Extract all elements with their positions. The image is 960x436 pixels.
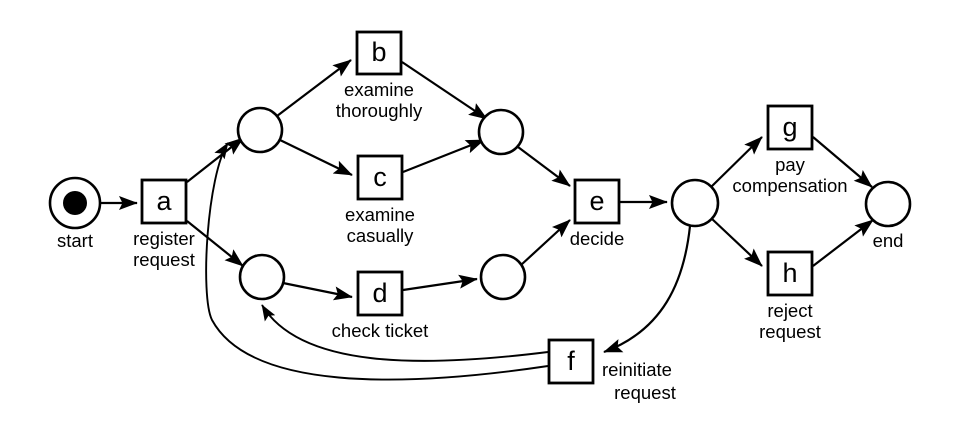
place-end-label: end: [873, 230, 904, 251]
transition-h-caption-line2: request: [759, 321, 821, 342]
arc-p5-to-e: [520, 219, 571, 266]
place-p6[interactable]: [670, 178, 720, 228]
transition-g[interactable]: g pay compensation: [732, 104, 848, 196]
place-end-circle[interactable]: [864, 180, 912, 228]
arc-b-to-p4: [401, 61, 488, 120]
arc-p6-to-h: [710, 217, 763, 267]
transition-c[interactable]: c examine casually: [345, 154, 415, 246]
place-p6-circle[interactable]: [670, 178, 720, 228]
arc-p2-to-b: [276, 59, 352, 117]
transition-h-box[interactable]: [766, 250, 814, 297]
arc-a-to-p3: [186, 220, 244, 267]
transition-g-caption-line2: compensation: [732, 175, 847, 196]
transition-h[interactable]: h reject request: [759, 250, 821, 342]
transition-h-caption-line1: reject: [767, 300, 812, 321]
transition-c-label: c: [373, 162, 387, 192]
transition-f-caption-line1: reinitiate: [602, 359, 672, 380]
arc-p2-to-c: [279, 139, 353, 176]
transition-a-label: a: [156, 186, 172, 216]
transition-d[interactable]: d check ticket: [332, 270, 429, 341]
transition-a-box[interactable]: [140, 178, 188, 225]
transition-e-box[interactable]: [573, 178, 621, 225]
transition-c-box[interactable]: [356, 154, 404, 201]
arc-d-to-p5: [402, 274, 478, 292]
place-p2-circle[interactable]: [236, 106, 284, 154]
transition-c-caption-line1: examine: [345, 204, 415, 225]
transition-e[interactable]: e decide: [570, 178, 625, 249]
transition-d-caption-line1: check ticket: [332, 320, 429, 341]
arcs-layer: [101, 59, 874, 381]
arc-a-to-p2: [186, 137, 244, 183]
place-p3[interactable]: [238, 253, 286, 301]
transition-a-caption-line2: request: [133, 249, 195, 270]
transition-a[interactable]: a register request: [133, 178, 195, 270]
arc-p4-to-e: [517, 146, 571, 187]
arc-f-to-p2: [205, 142, 549, 381]
place-p3-circle[interactable]: [238, 253, 286, 301]
transition-b-label: b: [371, 37, 386, 67]
transitions-layer: a register request b examine thoroughly …: [133, 30, 848, 403]
transition-b[interactable]: b examine thoroughly: [336, 30, 423, 121]
arc-p3-to-d: [282, 281, 353, 301]
transition-f-caption-line2: request: [614, 382, 676, 403]
transition-e-caption-line1: decide: [570, 228, 625, 249]
place-p5-circle[interactable]: [479, 253, 527, 301]
place-p2[interactable]: [236, 106, 284, 154]
transition-f-box[interactable]: [547, 338, 595, 385]
arc-h-to-end: [812, 219, 874, 267]
place-start-label: start: [57, 230, 93, 251]
transition-g-box[interactable]: [766, 104, 814, 151]
transition-f[interactable]: f reinitiate request: [547, 338, 676, 403]
places-layer: start: [48, 106, 912, 301]
arc-p6-to-g: [709, 136, 763, 189]
transition-g-label: g: [782, 112, 797, 142]
arc-c-to-p4: [402, 138, 485, 174]
place-start[interactable]: start: [48, 176, 102, 251]
transition-b-box[interactable]: [355, 30, 403, 76]
arc-p6-to-f: [603, 225, 692, 354]
transition-d-label: d: [372, 278, 387, 308]
transition-b-caption-line1: examine: [344, 79, 414, 100]
transition-e-label: e: [589, 186, 604, 216]
arc-f-to-p3: [261, 304, 549, 362]
transition-g-caption-line1: pay: [775, 154, 806, 175]
transition-f-label: f: [567, 346, 575, 376]
transition-b-caption-line2: thoroughly: [336, 100, 423, 121]
arc-g-to-end: [812, 136, 873, 188]
place-p5[interactable]: [479, 253, 527, 301]
transition-d-box[interactable]: [356, 270, 404, 317]
transition-h-label: h: [782, 258, 797, 288]
transition-a-caption-line1: register: [133, 228, 195, 249]
place-p4[interactable]: [477, 108, 525, 156]
transition-c-caption-line2: casually: [347, 225, 415, 246]
place-p4-circle[interactable]: [477, 108, 525, 156]
place-start-token: [63, 191, 87, 215]
place-end[interactable]: end: [864, 180, 912, 251]
